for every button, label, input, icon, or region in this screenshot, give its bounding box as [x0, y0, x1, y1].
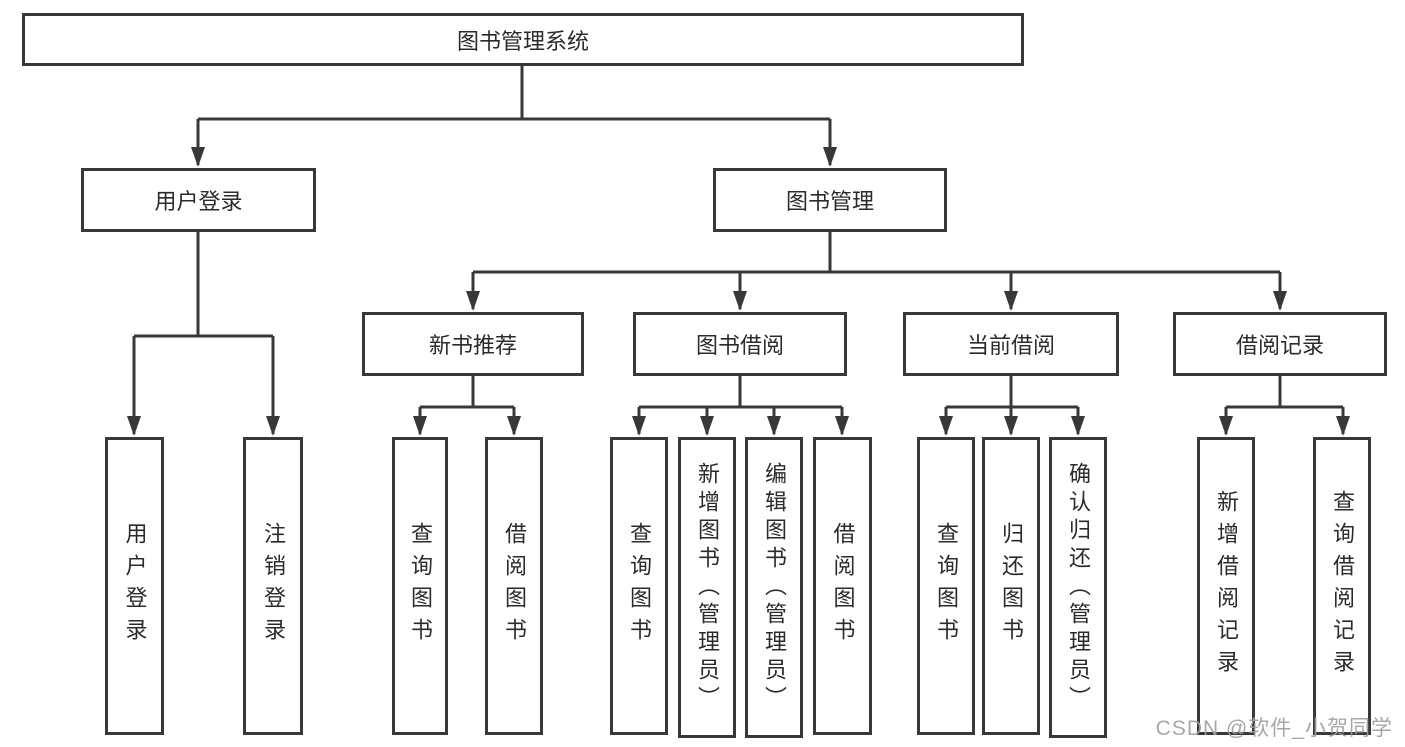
leaf-query-book-2: 查询图书 — [610, 437, 668, 735]
connector-book-borrow-trunk — [639, 376, 842, 409]
leaf-edit-book-admin-label: 编辑图书（管理员） — [762, 461, 787, 714]
node-book-mgmt: 图书管理 — [713, 168, 947, 232]
leaf-query-borrow-record-label: 查询借阅记录 — [1330, 490, 1355, 682]
leaf-borrow-book-2-label: 借阅图书 — [830, 522, 856, 650]
node-book-borrow-label: 图书借阅 — [695, 333, 784, 358]
leaf-borrow-book-1-label: 借阅图书 — [502, 522, 527, 650]
connector-book-mgmt-trunk — [473, 232, 1280, 274]
connector-new-book-trunk — [420, 376, 514, 409]
leaf-user-login-label: 用户登录 — [122, 522, 148, 650]
leaf-confirm-return-admin-label: 确认归还（管理员） — [1066, 461, 1091, 714]
leaf-logout-label: 注销登录 — [261, 522, 286, 650]
node-user-login-label: 用户登录 — [154, 189, 243, 214]
connector-user-login-trunk — [134, 232, 273, 338]
leaf-query-borrow-record: 查询借阅记录 — [1313, 437, 1371, 735]
leaf-add-borrow-record: 新增借阅记录 — [1197, 437, 1255, 735]
node-book-borrow: 图书借阅 — [633, 312, 847, 376]
node-borrow-record: 借阅记录 — [1173, 312, 1387, 376]
leaf-add-book-admin-label: 新增图书（管理员） — [695, 461, 720, 714]
leaf-query-book-1: 查询图书 — [392, 437, 448, 735]
leaf-add-borrow-record-label: 新增借阅记录 — [1214, 490, 1239, 682]
node-new-book-rec-label: 新书推荐 — [428, 333, 517, 358]
leaf-query-book-2-label: 查询图书 — [627, 522, 652, 650]
csdn-watermark: CSDN @软件_小贺同学 — [1155, 717, 1393, 740]
node-user-login: 用户登录 — [81, 168, 316, 232]
node-book-mgmt-label: 图书管理 — [785, 189, 874, 214]
node-root: 图书管理系统 — [22, 13, 1024, 66]
leaf-query-book-1-label: 查询图书 — [408, 522, 433, 650]
leaf-borrow-book-2: 借阅图书 — [813, 437, 872, 735]
node-new-book-rec: 新书推荐 — [362, 312, 584, 376]
node-current-borrow: 当前借阅 — [903, 312, 1119, 376]
leaf-edit-book-admin: 编辑图书（管理员） — [745, 437, 803, 738]
leaf-query-book-3: 查询图书 — [917, 437, 975, 735]
leaf-return-book: 归还图书 — [982, 437, 1040, 735]
leaf-borrow-book-1: 借阅图书 — [485, 437, 543, 735]
leaf-logout: 注销登录 — [243, 437, 303, 735]
connector-current-borrow-trunk — [946, 376, 1078, 409]
connector-borrow-record-trunk — [1226, 376, 1343, 409]
connector-root-trunk — [198, 66, 830, 121]
leaf-user-login: 用户登录 — [105, 437, 164, 735]
leaf-return-book-label: 归还图书 — [999, 522, 1024, 650]
node-root-label: 图书管理系统 — [456, 28, 589, 54]
leaf-query-book-3-label: 查询图书 — [934, 522, 959, 650]
leaf-confirm-return-admin: 确认归还（管理员） — [1049, 437, 1107, 738]
node-borrow-record-label: 借阅记录 — [1235, 333, 1324, 358]
leaf-add-book-admin: 新增图书（管理员） — [678, 437, 736, 738]
node-current-borrow-label: 当前借阅 — [966, 333, 1055, 358]
